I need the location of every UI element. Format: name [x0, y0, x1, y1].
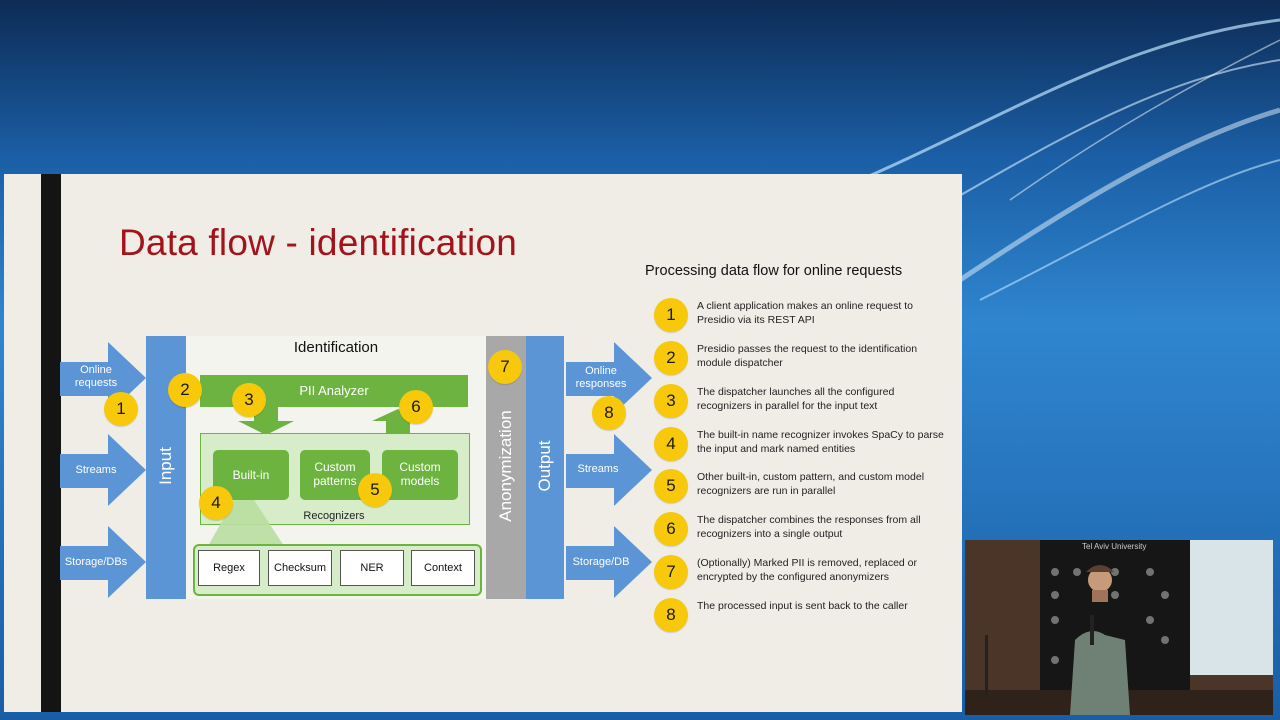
- input-label: Input: [156, 447, 175, 485]
- step-text: Other built-in, custom pattern, and cust…: [697, 471, 925, 497]
- output-panel: [526, 336, 564, 599]
- step-item: 8 The processed input is sent back to th…: [654, 596, 954, 636]
- step-item: 5 Other built-in, custom pattern, and cu…: [654, 467, 954, 507]
- step-item: 7 (Optionally) Marked PII is removed, re…: [654, 553, 954, 593]
- output-storage-label: Storage/DB: [572, 556, 630, 568]
- recognizers-label: Recognizers: [303, 510, 365, 522]
- step-item: 1 A client application makes an online r…: [654, 296, 954, 336]
- output-arrow-online: [566, 342, 652, 414]
- speaker-video-inset: Tel Aviv University: [965, 540, 1273, 715]
- step-badge: 6: [654, 512, 688, 546]
- custom-patterns-box: Custom patterns: [300, 450, 370, 500]
- speaker-video-frame: [965, 540, 1273, 715]
- step-text: The built-in name recognizer invokes Spa…: [697, 429, 944, 455]
- anonymization-label: Anonymization: [496, 410, 515, 522]
- output-arrow-streams: [566, 434, 652, 506]
- data-flow-diagram: Online requests Streams Storage/DBs: [58, 334, 498, 604]
- diagram-badge-5: 5: [358, 473, 392, 507]
- step-item: 3 The dispatcher launches all the config…: [654, 382, 954, 422]
- step-badge: 7: [654, 555, 688, 589]
- input-streams-label: Streams: [75, 464, 117, 476]
- step-badge: 4: [654, 427, 688, 461]
- builtin-box: Built-in: [213, 450, 289, 500]
- pii-analyzer-label: PII Analyzer: [299, 383, 369, 398]
- input-storage-label: Storage/DBs: [64, 556, 128, 568]
- output-online-label: Online responses: [575, 365, 627, 390]
- step-badge: 2: [654, 341, 688, 375]
- regex-box: Regex: [198, 550, 260, 586]
- diagram-badge-7: 7: [488, 350, 522, 384]
- steps-title: Processing data flow for online requests: [645, 263, 903, 279]
- step-badge: 8: [654, 598, 688, 632]
- step-item: 6 The dispatcher combines the responses …: [654, 510, 954, 550]
- slide-left-bar: [41, 174, 61, 712]
- diagram-badge-6: 6: [399, 390, 433, 424]
- step-text: A client application makes an online req…: [697, 300, 913, 326]
- step-text: The processed input is sent back to the …: [697, 600, 908, 612]
- step-badge: 5: [654, 469, 688, 503]
- step-text: The dispatcher launches all the configur…: [697, 386, 895, 412]
- diagram-badge-1: 1: [104, 392, 138, 426]
- builtin-label: Built-in: [232, 468, 270, 482]
- step-badge: 1: [654, 298, 688, 332]
- step-text: (Optionally) Marked PII is removed, repl…: [697, 557, 918, 583]
- presentation-slide: Data flow - identification Online reques…: [4, 174, 962, 712]
- input-arrow-storage: [60, 526, 146, 598]
- checksum-box: Checksum: [268, 550, 332, 586]
- slide-title: Data flow - identification: [119, 222, 517, 263]
- step-text: The dispatcher combines the responses fr…: [697, 514, 921, 540]
- diagram-badge-3: 3: [232, 383, 266, 417]
- custom-patterns-label: Custom patterns: [313, 460, 357, 488]
- input-arrow-streams: [60, 434, 146, 506]
- output-arrow-storage: [566, 526, 652, 598]
- diagram-badge-4: 4: [199, 486, 233, 520]
- output-streams-label: Streams: [577, 463, 619, 475]
- diagram-badge-2: 2: [168, 373, 202, 407]
- step-text: Presidio passes the request to the ident…: [697, 343, 918, 369]
- step-item: 2 Presidio passes the request to the ide…: [654, 339, 954, 379]
- input-online-label: Online requests: [74, 364, 118, 389]
- video-banner: Tel Aviv University: [1082, 542, 1147, 551]
- step-badge: 3: [654, 384, 688, 418]
- ner-box: NER: [340, 550, 404, 586]
- step-item: 4 The built-in name recognizer invokes S…: [654, 425, 954, 465]
- diagram-badge-8: 8: [592, 396, 626, 430]
- builtin-connector: [208, 500, 284, 546]
- output-label: Output: [535, 440, 554, 492]
- context-box: Context: [411, 550, 475, 586]
- custom-models-label: Custom models: [399, 460, 441, 488]
- output-arrows: [566, 342, 652, 598]
- identification-label: Identification: [293, 339, 379, 356]
- custom-models-box: Custom models: [382, 450, 458, 500]
